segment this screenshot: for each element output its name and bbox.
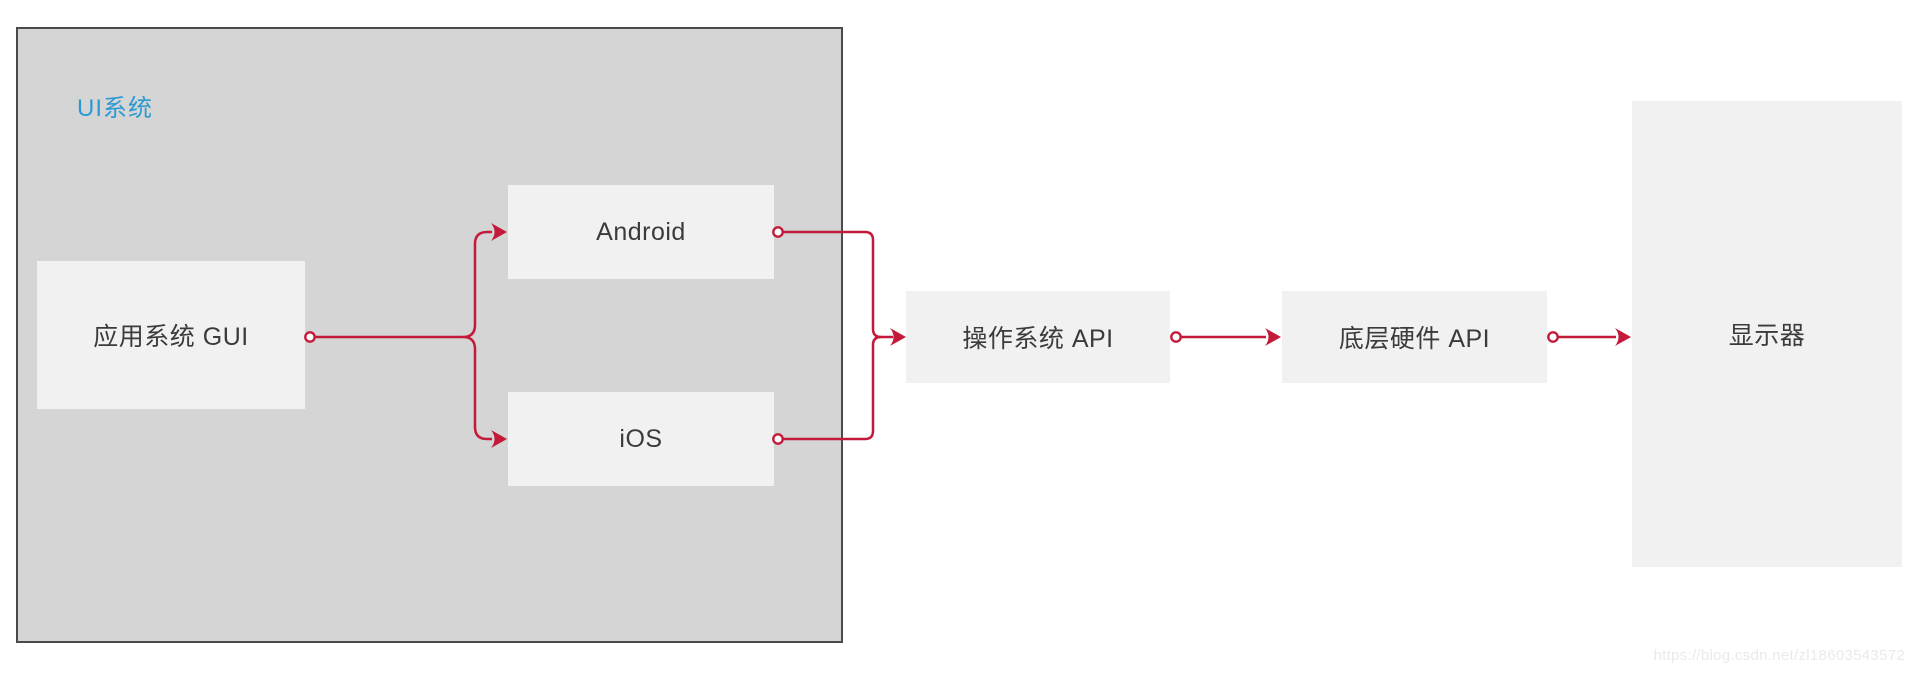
arrowhead-into-os-api: [890, 328, 906, 346]
node-os-api: 操作系统 API: [906, 291, 1170, 383]
watermark: https://blog.csdn.net/zl18603543572: [1653, 647, 1905, 664]
port-os-api-out: [1170, 331, 1182, 343]
node-display-label: 显示器: [1728, 322, 1806, 350]
node-display: 显示器: [1632, 101, 1902, 567]
node-app-gui: 应用系统 GUI: [37, 261, 305, 409]
node-os-api-label: 操作系统 API: [962, 325, 1114, 353]
node-hw-api: 底层硬件 API: [1282, 291, 1547, 383]
node-android: Android: [508, 185, 774, 279]
node-ios-label: iOS: [619, 424, 663, 453]
node-hw-api-label: 底层硬件 API: [1338, 325, 1491, 353]
port-hw-api-out: [1547, 331, 1559, 343]
node-android-label: Android: [596, 217, 686, 246]
node-ios: iOS: [508, 392, 774, 486]
ui-system-group-label: UI系统: [77, 95, 153, 122]
node-app-gui-label: 应用系统 GUI: [93, 323, 249, 351]
arrowhead-into-hw-api: [1265, 328, 1281, 346]
arrowhead-into-display: [1615, 328, 1631, 346]
